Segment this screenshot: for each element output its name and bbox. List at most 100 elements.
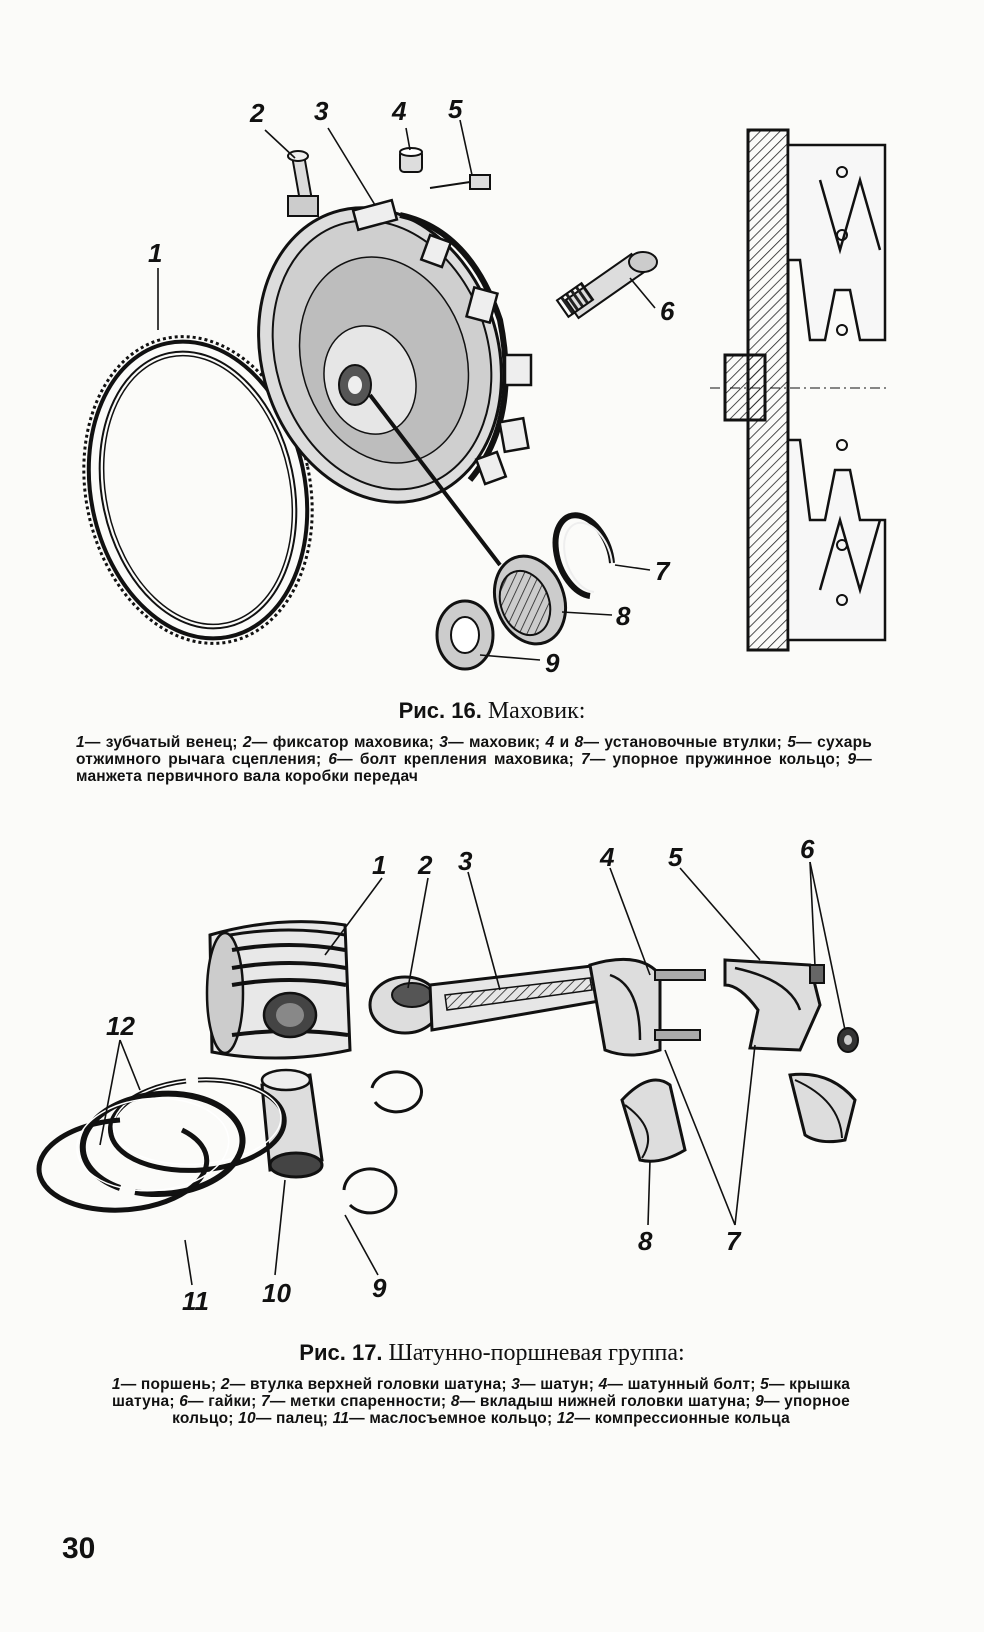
fig17-legend-text: — маслосъемное кольцо; bbox=[349, 1410, 557, 1427]
fig17-label-4: 4 bbox=[599, 842, 615, 872]
fig16-label-1: 1 bbox=[148, 238, 162, 268]
fig17-legend-num: 8 bbox=[450, 1393, 460, 1410]
fig16-legend-text: — сухарь отжимного рычага сцепления; bbox=[76, 734, 872, 768]
fig16-caption-number: Рис. 16. bbox=[398, 698, 482, 723]
fig17-label-5: 5 bbox=[668, 842, 683, 872]
fig16-label-5: 5 bbox=[448, 94, 463, 124]
fig16-legend-num: 1 bbox=[76, 734, 85, 751]
fig17-legend-text: — поршень; bbox=[120, 1376, 221, 1393]
piston-pin bbox=[260, 1068, 324, 1179]
assembly-axis bbox=[368, 393, 502, 567]
ring-gear bbox=[82, 335, 314, 645]
fig17-legend: 1— поршень; 2— втулка верхней головки ша… bbox=[100, 1376, 862, 1427]
fig16-label-3: 3 bbox=[314, 96, 329, 126]
figure-16-drawing: 1 2 3 4 5 6 7 8 9 bbox=[82, 94, 890, 678]
locating-bushing-large bbox=[493, 554, 567, 646]
fig17-legend-text: — крышка шатуна; bbox=[112, 1376, 851, 1410]
clutch-lever-block bbox=[429, 174, 491, 190]
flywheel-bolt bbox=[555, 251, 658, 320]
fig17-label-6: 6 bbox=[800, 834, 815, 864]
fig17-caption-number: Рис. 17. bbox=[299, 1340, 383, 1365]
connecting-rod bbox=[368, 957, 706, 1057]
nut-lower bbox=[837, 1027, 859, 1053]
fig17-label-11: 11 bbox=[182, 1286, 209, 1316]
fig17-label-2: 2 bbox=[417, 850, 433, 880]
fig17-legend-num: 7 bbox=[261, 1393, 270, 1410]
fig16-legend-text: — установочные втулки; bbox=[583, 734, 788, 751]
fig16-legend-num: 9 bbox=[847, 751, 857, 768]
fig17-labels: 1 2 3 4 5 6 7 8 9 10 11 12 bbox=[106, 834, 815, 1316]
fig17-legend-text: — упорное кольцо; bbox=[172, 1393, 850, 1427]
rod-cap bbox=[723, 958, 822, 1052]
fig17-legend-num: 9 bbox=[755, 1393, 764, 1410]
fig17-legend-text: — втулка верхней головки шатуна; bbox=[229, 1376, 512, 1393]
fig17-label-8: 8 bbox=[638, 1226, 653, 1256]
snap-ring bbox=[552, 512, 615, 599]
compression-rings bbox=[36, 1077, 287, 1213]
bearing-shell-right bbox=[788, 1072, 857, 1144]
fig17-leaders bbox=[99, 861, 846, 1286]
shaft-seal bbox=[435, 599, 495, 671]
fig16-caption: Рис. 16. Маховик: bbox=[0, 698, 984, 725]
fig17-legend-num: 6 bbox=[179, 1393, 189, 1410]
fig17-legend-num: 3 bbox=[511, 1376, 521, 1393]
fig16-legend: 1— зубчатый венец; 2— фиксатор маховика;… bbox=[76, 734, 872, 785]
flywheel bbox=[257, 198, 533, 504]
fig17-label-9: 9 bbox=[372, 1273, 387, 1303]
fig16-legend-text: — болт крепления маховика; bbox=[337, 751, 581, 768]
fig17-legend-num: 4 bbox=[598, 1376, 608, 1393]
fig17-legend-text: — метки спаренности; bbox=[269, 1393, 451, 1410]
fig16-legend-num: 8 bbox=[574, 734, 584, 751]
fig16-legend-num: 5 bbox=[787, 734, 797, 751]
fig16-legend-num: 6 bbox=[328, 751, 338, 768]
fig17-label-1: 1 bbox=[372, 850, 386, 880]
fig16-label-8: 8 bbox=[616, 601, 631, 631]
fig17-legend-text: — компрессионные кольца bbox=[574, 1410, 790, 1427]
piston bbox=[205, 920, 352, 1060]
fig17-caption: Рис. 17. Шатунно-поршневая группа: bbox=[0, 1340, 984, 1367]
page-number: 30 bbox=[62, 1532, 96, 1565]
fig16-label-9: 9 bbox=[545, 648, 560, 678]
fig17-caption-title: Шатунно-поршневая группа: bbox=[388, 1340, 685, 1366]
fig16-label-2: 2 bbox=[249, 98, 265, 128]
fig17-label-7: 7 bbox=[726, 1226, 742, 1256]
fig16-label-4: 4 bbox=[391, 96, 407, 126]
fig16-legend-text: — зубчатый венец; bbox=[84, 734, 243, 751]
fig16-label-7: 7 bbox=[655, 556, 671, 586]
fig17-label-3: 3 bbox=[458, 846, 473, 876]
fig16-leaders bbox=[157, 119, 656, 661]
fig16-legend-text: — маховик; bbox=[448, 734, 546, 751]
fig16-legend-text: и bbox=[554, 734, 575, 751]
fig16-legend-num: 3 bbox=[439, 734, 449, 751]
fig17-legend-num: 2 bbox=[220, 1376, 230, 1393]
fig16-caption-title: Маховик: bbox=[487, 698, 586, 724]
fig16-legend-num: 7 bbox=[580, 751, 590, 768]
fig17-legend-num: 12 bbox=[556, 1410, 575, 1427]
fig16-label-6: 6 bbox=[660, 296, 675, 326]
fig17-legend-text: — шатун; bbox=[520, 1376, 599, 1393]
circlip-lower bbox=[342, 1167, 398, 1215]
bearing-shell-left bbox=[620, 1078, 687, 1163]
fig17-legend-text: — вкладыш нижней головки шатуна; bbox=[459, 1393, 756, 1410]
fig17-legend-num: 10 bbox=[238, 1410, 256, 1427]
fig16-legend-text: — упорное пружинное кольцо; bbox=[589, 751, 848, 768]
fig17-legend-num: 11 bbox=[332, 1410, 350, 1427]
fig17-label-12: 12 bbox=[106, 1011, 135, 1041]
fig17-legend-text: — гайки; bbox=[188, 1393, 262, 1410]
nut-upper bbox=[809, 964, 825, 984]
fig16-legend-num: 4 bbox=[545, 734, 555, 751]
fig17-legend-num: 5 bbox=[760, 1376, 769, 1393]
flywheel-section bbox=[710, 128, 890, 652]
fig16-legend-text: — манжета первичного вала коробки переда… bbox=[76, 751, 872, 785]
fig17-legend-text: — палец; bbox=[255, 1410, 333, 1427]
fig17-label-10: 10 bbox=[262, 1278, 291, 1308]
circlip-upper bbox=[370, 1070, 424, 1114]
oil-ring bbox=[76, 1090, 246, 1198]
flywheel-lock bbox=[287, 150, 319, 217]
fig16-labels: 1 2 3 4 5 6 7 8 9 bbox=[148, 94, 675, 678]
fig17-legend-num: 1 bbox=[111, 1376, 121, 1393]
fig16-legend-num: 2 bbox=[242, 734, 252, 751]
fig16-legend-text: — фиксатор маховика; bbox=[251, 734, 440, 751]
locating-bushing bbox=[399, 147, 423, 173]
fig17-legend-text: — шатунный болт; bbox=[607, 1376, 761, 1393]
